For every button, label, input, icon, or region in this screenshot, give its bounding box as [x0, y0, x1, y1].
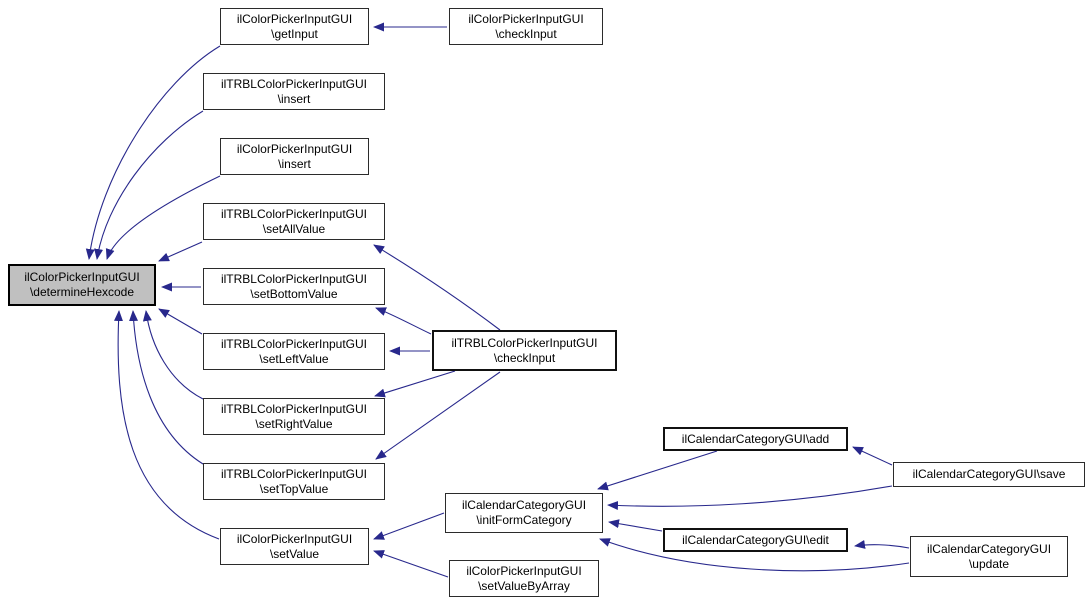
edge-trbl-checkinput-to-setrightvalue: [374, 370, 456, 398]
node-label: ilColorPickerInputGUI: [24, 270, 140, 284]
edge-initformcategory-to-setvalue: [373, 512, 445, 540]
node-determine-hexcode: ilColorPickerInputGUI \determineHexcode: [8, 264, 156, 306]
node-set-top-value[interactable]: ilTRBLColorPickerInputGUI \setTopValue: [203, 463, 385, 500]
node-set-bottom-value[interactable]: ilTRBLColorPickerInputGUI \setBottomValu…: [203, 268, 385, 305]
node-label: \determineHexcode: [29, 285, 135, 299]
node-label: ilCalendarCategoryGUI\edit: [682, 532, 829, 547]
edge-setvalue-to-determinehexcode: [114, 310, 220, 540]
node-calendar-save[interactable]: ilCalendarCategoryGUI\save: [893, 462, 1085, 487]
edge-trbl-checkinput-to-setallvalue: [373, 244, 501, 331]
node-label: \getInput: [271, 26, 318, 41]
node-set-right-value[interactable]: ilTRBLColorPickerInputGUI \setRightValue: [203, 398, 385, 435]
edge-update-to-edit: [854, 540, 910, 549]
edge-settopvalue-to-determinehexcode: [129, 310, 204, 465]
edge-setvaluebyarray-to-setvalue: [373, 550, 449, 578]
node-set-value[interactable]: ilColorPickerInputGUI \setValue: [220, 528, 369, 565]
node-label: ilColorPickerInputGUI: [236, 11, 353, 26]
node-label: \setValue: [269, 546, 320, 561]
edge-edit-to-initformcategory: [608, 519, 663, 532]
edge-save-to-add: [852, 446, 893, 466]
node-label: ilColorPickerInputGUI: [236, 141, 353, 156]
node-label: \insert: [277, 91, 311, 106]
node-label: \initFormCategory: [476, 513, 572, 527]
node-cp-check-input[interactable]: ilColorPickerInputGUI \checkInput: [449, 8, 603, 45]
node-label: ilTRBLColorPickerInputGUI: [451, 335, 598, 350]
node-cp-insert[interactable]: ilColorPickerInputGUI \insert: [220, 138, 369, 175]
node-label: \checkInput: [493, 350, 556, 365]
node-calendar-edit[interactable]: ilCalendarCategoryGUI\edit: [663, 528, 848, 552]
node-trbl-check-input[interactable]: ilTRBLColorPickerInputGUI \checkInput: [432, 330, 617, 371]
edge-add-to-initformcategory: [597, 450, 718, 491]
node-label: \setRightValue: [255, 416, 333, 431]
node-label: ilTRBLColorPickerInputGUI: [220, 206, 368, 221]
node-get-input[interactable]: ilColorPickerInputGUI \getInput: [220, 8, 369, 45]
node-label: ilTRBLColorPickerInputGUI: [220, 76, 368, 91]
node-label: ilColorPickerInputGUI: [468, 11, 584, 26]
edge-trbl-insert-to-determinehexcode: [94, 110, 204, 260]
node-calendar-add[interactable]: ilCalendarCategoryGUI\add: [663, 427, 848, 451]
node-label: \setAllValue: [262, 221, 326, 236]
node-label: ilTRBLColorPickerInputGUI: [220, 466, 368, 481]
edge-setallvalue-to-determinehexcode: [158, 241, 203, 262]
node-label: ilColorPickerInputGUI: [236, 531, 353, 546]
node-label: \checkInput: [495, 26, 557, 41]
node-set-left-value[interactable]: ilTRBLColorPickerInputGUI \setLeftValue: [203, 333, 385, 370]
node-label: ilTRBLColorPickerInputGUI: [220, 271, 368, 286]
node-label: \update: [968, 556, 1010, 571]
node-label: \setBottomValue: [250, 286, 338, 301]
edge-getinput-to-determinehexcode: [85, 45, 221, 260]
edge-update-to-initformcategory: [599, 538, 910, 572]
node-set-all-value[interactable]: ilTRBLColorPickerInputGUI \setAllValue: [203, 203, 385, 240]
node-label: \insert: [278, 156, 311, 171]
node-label: ilCalendarCategoryGUI\save: [912, 467, 1066, 481]
node-label: \setValueByArray: [478, 578, 570, 593]
edge-setleftvalue-to-determinehexcode: [158, 308, 203, 335]
node-init-form-category[interactable]: ilCalendarCategoryGUI \initFormCategory: [445, 493, 603, 533]
edge-cp-insert-to-determinehexcode: [105, 175, 221, 260]
node-trbl-insert[interactable]: ilTRBLColorPickerInputGUI \insert: [203, 73, 385, 110]
edge-setrightvalue-to-determinehexcode: [142, 310, 204, 400]
node-label: ilTRBLColorPickerInputGUI: [220, 336, 368, 351]
node-label: ilCalendarCategoryGUI: [926, 541, 1052, 556]
node-label: ilColorPickerInputGUI: [466, 563, 582, 578]
node-label: \setTopValue: [259, 481, 329, 496]
edge-trbl-checkinput-to-setbottomvalue: [375, 307, 432, 335]
edge-save-to-initformcategory: [607, 485, 893, 510]
node-set-value-by-array[interactable]: ilColorPickerInputGUI \setValueByArray: [449, 560, 599, 597]
node-label: \setLeftValue: [259, 351, 329, 366]
node-label: ilCalendarCategoryGUI: [461, 498, 587, 512]
node-label: ilCalendarCategoryGUI\add: [681, 431, 830, 446]
node-calendar-update[interactable]: ilCalendarCategoryGUI \update: [910, 536, 1068, 577]
node-label: ilTRBLColorPickerInputGUI: [220, 401, 368, 416]
edge-trbl-checkinput-to-settopvalue: [375, 371, 501, 460]
